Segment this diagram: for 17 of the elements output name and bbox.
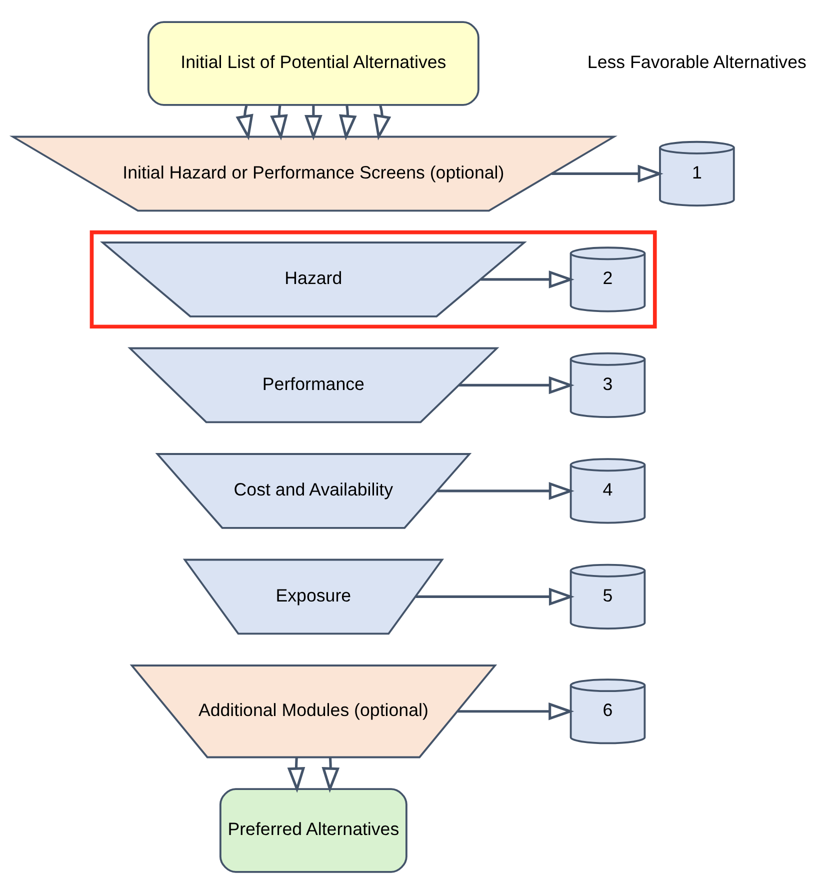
arrow bbox=[287, 757, 306, 793]
cluster bbox=[90, 230, 657, 329]
arrow bbox=[438, 482, 574, 500]
label: Less Favorable Alternatives bbox=[587, 52, 806, 72]
arrow bbox=[552, 164, 664, 183]
arrow bbox=[322, 757, 340, 793]
arrow bbox=[458, 702, 574, 720]
arrow bbox=[374, 105, 392, 140]
node-box: Preferred Alternatives bbox=[219, 788, 408, 873]
arrow bbox=[236, 105, 254, 140]
arrow bbox=[304, 105, 322, 140]
arrow bbox=[339, 105, 357, 140]
arrow bbox=[416, 588, 574, 606]
arrow bbox=[458, 376, 574, 394]
arrow bbox=[480, 270, 574, 288]
arrow bbox=[270, 105, 288, 140]
node-box: Initial List of Potential Alternatives bbox=[147, 21, 480, 106]
